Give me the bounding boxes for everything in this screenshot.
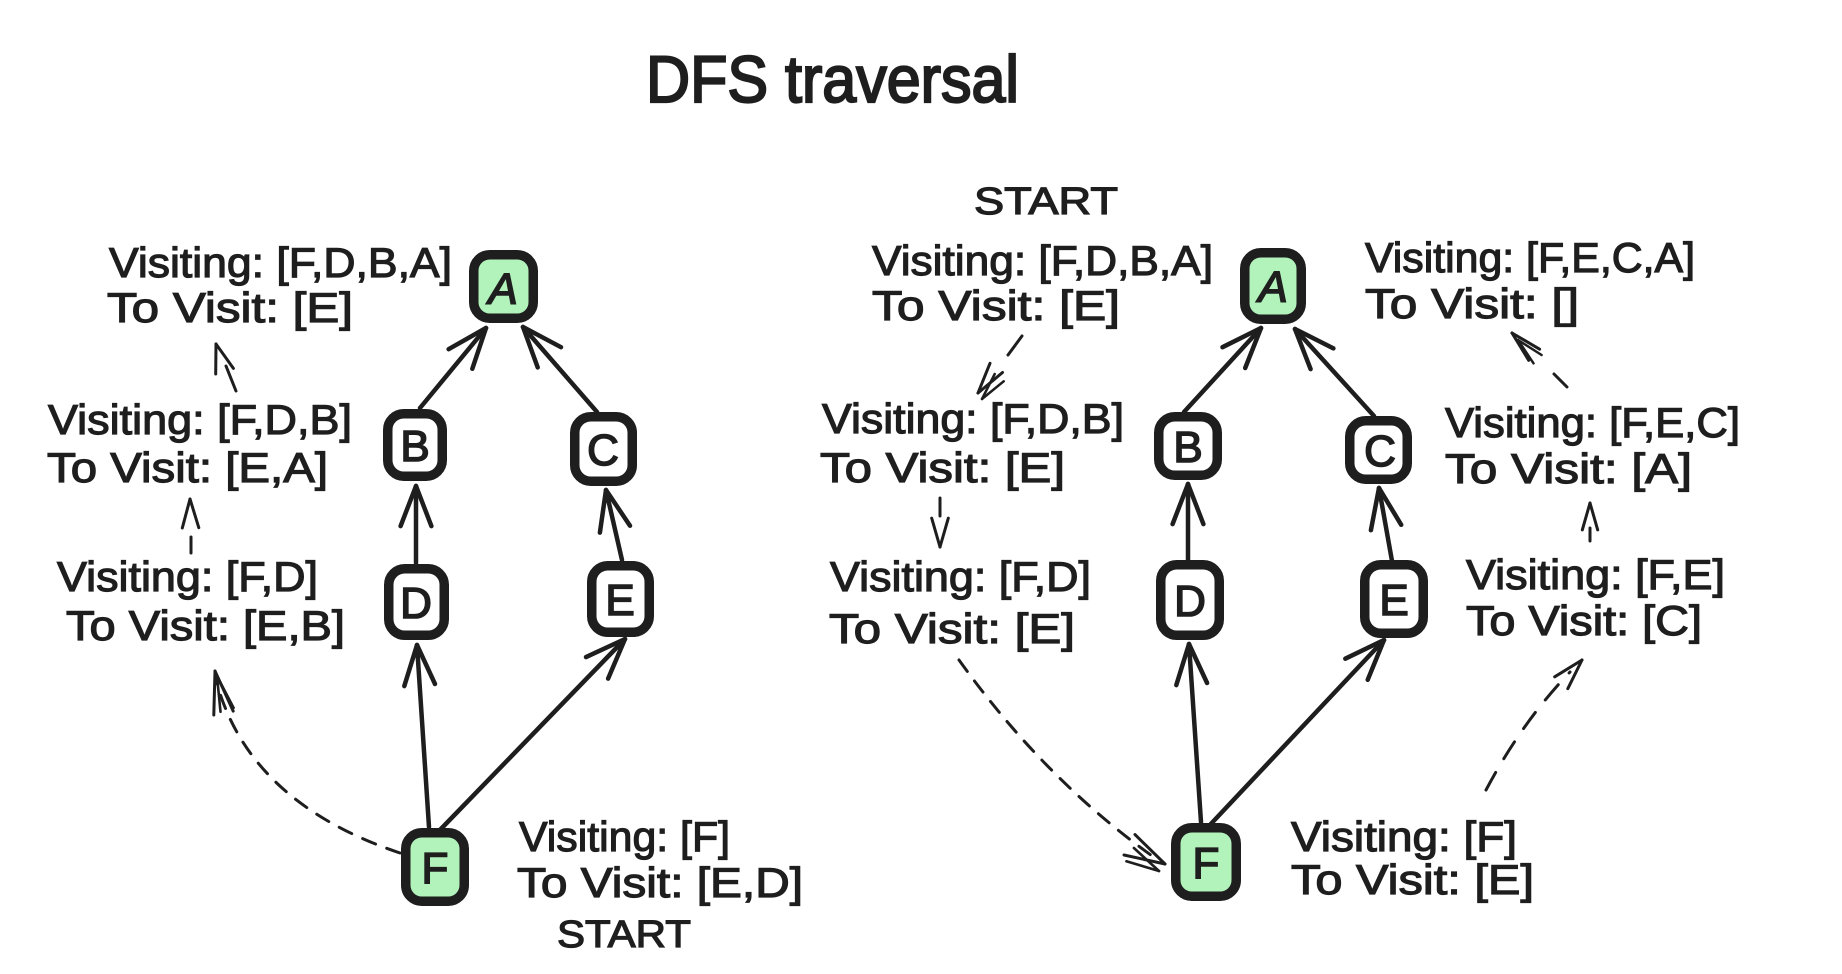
svg-text:To Visit: [A]: To Visit: [A]: [1445, 445, 1692, 492]
svg-text:F: F: [1193, 839, 1220, 888]
svg-text:START: START: [557, 914, 691, 956]
svg-text:Visiting: [F,D,B]: Visiting: [F,D,B]: [822, 395, 1124, 442]
svg-text:D: D: [400, 579, 432, 628]
svg-text:Visiting: [F,D,B,A]: Visiting: [F,D,B,A]: [872, 237, 1213, 284]
svg-text:To Visit: [E,B]: To Visit: [E,B]: [66, 602, 345, 649]
svg-text:To Visit: [E]: To Visit: [E]: [829, 605, 1075, 652]
svg-text:To Visit: [C]: To Visit: [C]: [1466, 597, 1702, 644]
svg-text:B: B: [1173, 423, 1202, 472]
svg-text:Visiting: [F,E,C,A]: Visiting: [F,E,C,A]: [1365, 234, 1695, 281]
svg-text:C: C: [1364, 427, 1396, 476]
svg-text:B: B: [400, 422, 429, 471]
svg-text:Visiting: [F,D]: Visiting: [F,D]: [830, 553, 1091, 600]
svg-text:Visiting: [F,D,B]: Visiting: [F,D,B]: [48, 396, 352, 443]
svg-text:To Visit: []: To Visit: []: [1365, 280, 1579, 327]
svg-text:To Visit: [E]: To Visit: [E]: [107, 284, 353, 331]
svg-text:A: A: [1255, 263, 1287, 312]
svg-text:Visiting: [F,E]: Visiting: [F,E]: [1466, 551, 1725, 598]
svg-text:DFS traversal: DFS traversal: [646, 42, 1019, 116]
svg-text:D: D: [1174, 577, 1206, 626]
svg-text:C: C: [587, 426, 619, 475]
svg-text:A: A: [485, 265, 517, 314]
svg-text:To Visit: [E]: To Visit: [E]: [820, 444, 1065, 491]
svg-text:START: START: [974, 181, 1118, 223]
svg-text:Visiting: [F,D,B,A]: Visiting: [F,D,B,A]: [109, 239, 452, 286]
svg-text:F: F: [422, 844, 449, 893]
svg-text:Visiting: [F,D]: Visiting: [F,D]: [57, 553, 318, 600]
svg-text:To Visit: [E]: To Visit: [E]: [872, 282, 1120, 329]
svg-text:To Visit: [E,D]: To Visit: [E,D]: [517, 859, 803, 906]
svg-text:E: E: [605, 576, 634, 625]
svg-text:To Visit: [E]: To Visit: [E]: [1291, 856, 1534, 903]
svg-text:To Visit: [E,A]: To Visit: [E,A]: [47, 444, 328, 491]
svg-text:Visiting: [F,E,C]: Visiting: [F,E,C]: [1445, 399, 1740, 446]
svg-text:E: E: [1379, 576, 1408, 625]
svg-text:Visiting: [F]: Visiting: [F]: [519, 813, 730, 860]
svg-text:Visiting: [F]: Visiting: [F]: [1291, 813, 1517, 860]
